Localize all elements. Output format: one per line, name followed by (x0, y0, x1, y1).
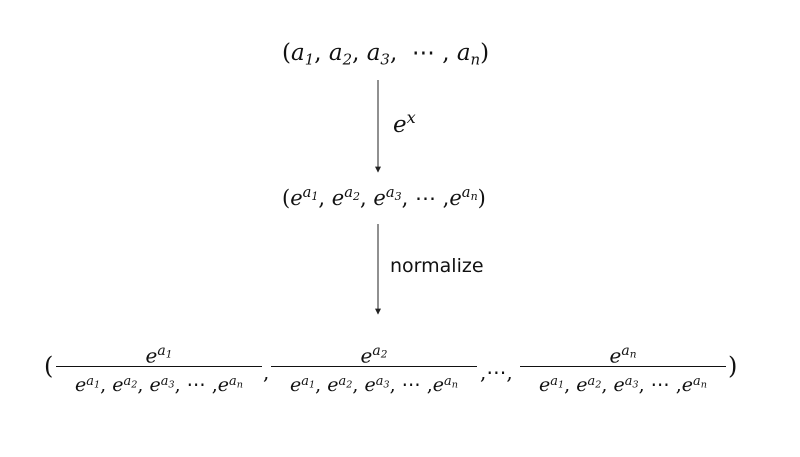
numerator-2: ea2 (360, 343, 388, 368)
separator-1: , (263, 360, 270, 384)
normalize-label: normalize (390, 255, 484, 277)
fraction-bar-2 (271, 366, 477, 368)
fraction-n: ean ea1, ea2, ea3, ⋯ ,ean (520, 336, 726, 401)
exp-label: ex (393, 108, 416, 138)
result-open-paren: ( (44, 352, 54, 380)
fraction-1: ea1 ea1, ea2, ea3, ⋯ ,ean (56, 336, 262, 401)
result-close-paren: ) (728, 352, 738, 380)
denominator-n: ea1, ea2, ea3, ⋯ ,ean (539, 374, 707, 396)
fraction-bar-1 (56, 366, 262, 368)
exp-vector: (ea1, ea2, ea3, ⋯ ,ean) (282, 184, 486, 211)
denominator-2: ea1, ea2, ea3, ⋯ ,ean (290, 374, 458, 396)
numerator-1: ea1 (145, 343, 173, 368)
middle-ellipsis: ,⋯, (480, 360, 513, 384)
fraction-2: ea2 ea1, ea2, ea3, ⋯ ,ean (271, 336, 477, 401)
fraction-bar-n (520, 366, 726, 368)
numerator-n: ean (609, 343, 637, 368)
input-vector: (a1, a2, a3, ⋯ , an) (282, 40, 490, 69)
denominator-1: ea1, ea2, ea3, ⋯ ,ean (75, 374, 243, 396)
